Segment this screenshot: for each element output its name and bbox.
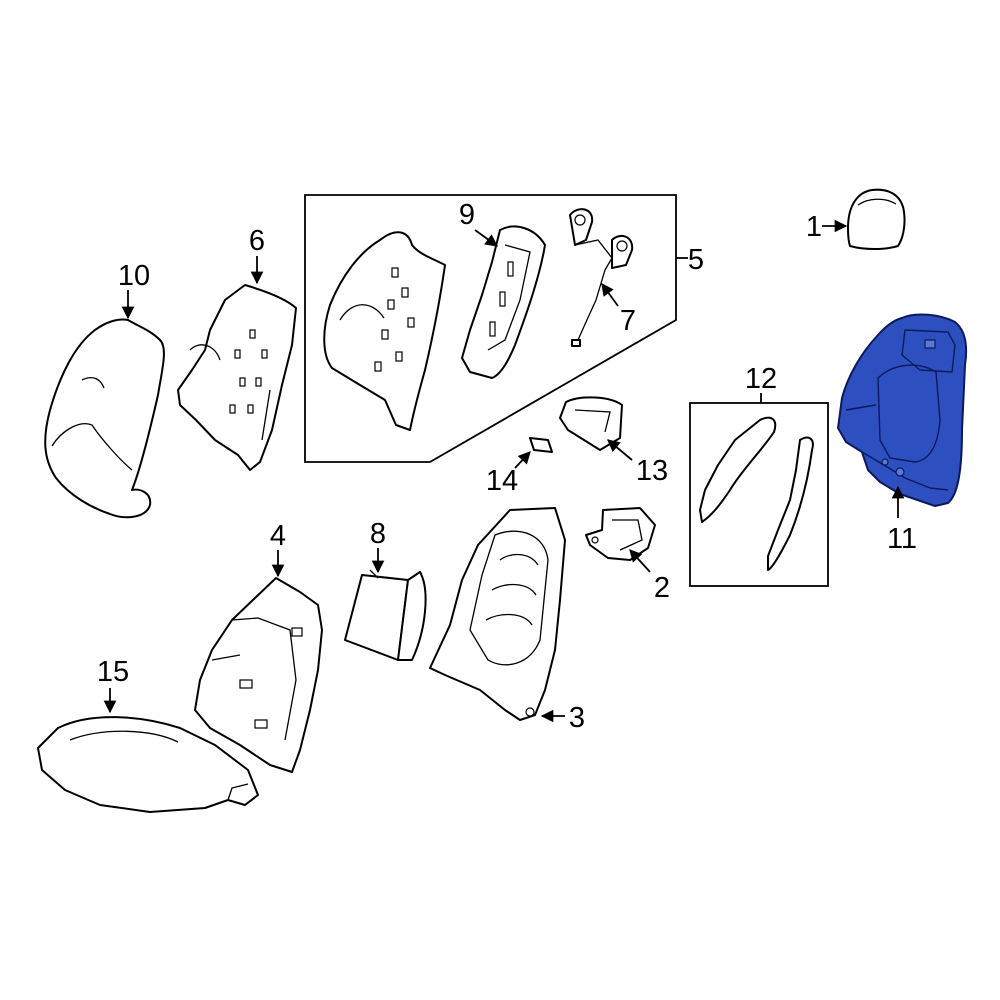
callout-10: 10	[118, 260, 150, 292]
callout-6: 6	[249, 225, 265, 257]
part-12-side-trim-right[interactable]	[767, 436, 814, 571]
callout-8: 8	[370, 518, 386, 550]
leader-2	[629, 549, 651, 573]
callout-1: 1	[806, 211, 822, 243]
callout-2: 2	[654, 572, 670, 604]
leader-14	[514, 451, 531, 469]
callout-13: 13	[636, 455, 668, 487]
callout-3: 3	[569, 702, 585, 734]
callout-11: 11	[887, 523, 917, 555]
leader-13	[607, 439, 633, 461]
callout-5: 5	[688, 244, 704, 276]
part-3-seat-frame[interactable]	[429, 507, 566, 721]
part-5-cushion-pad[interactable]	[323, 231, 446, 431]
callout-9: 9	[459, 199, 475, 231]
callout-15: 15	[97, 656, 129, 688]
callout-12: 12	[745, 363, 777, 395]
part-11-seat-back-panel[interactable]	[837, 313, 968, 507]
part-1-headrest[interactable]	[847, 188, 906, 250]
part-15-seat-cushion[interactable]	[37, 716, 259, 813]
part-7-harness[interactable]	[569, 208, 634, 347]
group-box-12	[689, 402, 829, 587]
callout-7: 7	[620, 305, 636, 337]
part-6-pad[interactable]	[177, 284, 297, 471]
leader-7	[601, 282, 619, 307]
part-8-module[interactable]	[344, 569, 427, 661]
part-10-seat-back-cover[interactable]	[44, 318, 165, 519]
leader-9	[474, 229, 499, 247]
part-4-back-frame[interactable]	[194, 577, 323, 773]
callout-4: 4	[270, 520, 286, 552]
part-14-clip[interactable]	[529, 437, 553, 453]
group-box-5	[304, 194, 677, 463]
part-12-side-trim-left[interactable]	[699, 416, 777, 523]
part-2-recliner[interactable]	[585, 507, 656, 561]
part-9-heater[interactable]	[461, 225, 546, 379]
part-13-bracket[interactable]	[559, 396, 623, 451]
callout-14: 14	[486, 465, 518, 497]
